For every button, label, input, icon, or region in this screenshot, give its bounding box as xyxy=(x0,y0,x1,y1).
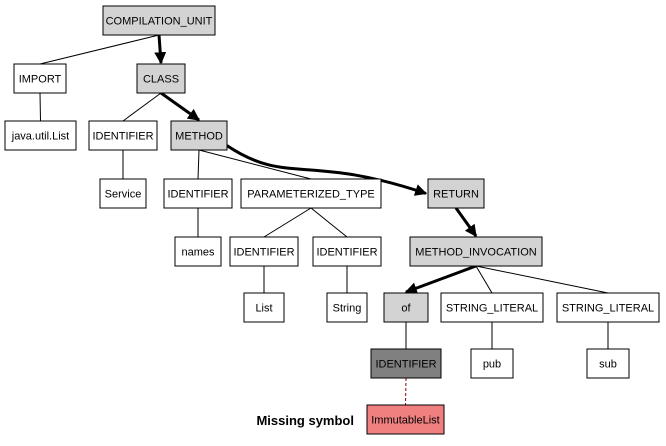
node-box xyxy=(470,348,514,379)
node-box xyxy=(163,178,233,209)
node-label: RETURN xyxy=(433,189,479,201)
node-sub: sub xyxy=(586,348,630,379)
node-box xyxy=(136,63,186,94)
node-label: IDENTIFIER xyxy=(316,247,377,259)
node-list: List xyxy=(243,292,285,323)
nodes-layer: COMPILATION_UNIT IMPORT java.util.List CLAS… xyxy=(4,5,660,435)
node-box xyxy=(383,292,429,323)
edge-method-invocation-to-string-literal-sub xyxy=(475,265,609,294)
edge-compilation-unit-to-import xyxy=(39,34,160,65)
node-string-literal-pub: STRING_LITERAL xyxy=(440,292,544,323)
edge-method-to-identifier-method xyxy=(197,149,200,180)
node-box xyxy=(170,120,228,151)
edge-identifier-focus-to-immutable-list xyxy=(405,377,407,406)
node-box xyxy=(99,178,147,209)
node-box xyxy=(4,120,77,151)
node-box xyxy=(556,292,660,323)
node-box xyxy=(312,236,382,267)
missing-symbol-caption: Missing symbol xyxy=(256,413,354,428)
node-box xyxy=(440,292,544,323)
node-box xyxy=(243,292,285,323)
node-identifier-list: IDENTIFIER xyxy=(229,236,299,267)
node-label: pub xyxy=(483,359,501,371)
node-label: sub xyxy=(599,359,617,371)
node-box xyxy=(427,178,485,209)
node-pub: pub xyxy=(470,348,514,379)
node-label: IDENTIFIER xyxy=(167,189,228,201)
node-label: IDENTIFIER xyxy=(375,359,436,371)
node-names: names xyxy=(174,236,222,267)
node-return: RETURN xyxy=(427,178,485,209)
node-label: PARAMETERIZED_TYPE xyxy=(247,189,375,201)
edge-class-to-identifier-class xyxy=(122,92,162,122)
node-label: Service xyxy=(105,189,142,201)
node-box xyxy=(409,236,543,267)
node-identifier-method: IDENTIFIER xyxy=(163,178,233,209)
node-box xyxy=(174,236,222,267)
node-label: COMPILATION_UNIT xyxy=(106,16,213,28)
node-string: String xyxy=(326,292,368,323)
node-label: CLASS xyxy=(143,74,179,86)
node-service: Service xyxy=(99,178,147,209)
edge-parameterized-type-to-identifier-list xyxy=(263,207,312,238)
node-immutable-list: ImmutableList xyxy=(366,404,445,435)
node-label: METHOD xyxy=(175,131,223,143)
node-string-literal-sub: STRING_LITERAL xyxy=(556,292,660,323)
node-java-util-list: java.util.List xyxy=(4,120,77,151)
edge-class-to-method xyxy=(160,91,200,122)
edge-return-to-method-invocation xyxy=(454,207,478,237)
edge-method-invocation-to-string-literal-pub xyxy=(475,265,493,294)
node-box xyxy=(366,404,445,435)
node-label: ImmutableList xyxy=(371,415,439,427)
node-label: names xyxy=(181,247,215,259)
node-method: METHOD xyxy=(170,120,228,151)
node-label: List xyxy=(255,303,272,315)
node-identifier-class: IDENTIFIER xyxy=(88,120,158,151)
node-label: String xyxy=(333,303,362,315)
node-label: IMPORT xyxy=(19,74,62,86)
edge-method-to-return xyxy=(226,144,428,196)
node-box xyxy=(13,63,67,94)
node-compilation-unit: COMPILATION_UNIT xyxy=(102,5,216,36)
node-label: IDENTIFIER xyxy=(233,247,294,259)
edge-import-to-java-util-list xyxy=(39,92,41,122)
node-identifier-focus: IDENTIFIER xyxy=(370,348,442,379)
node-of: of xyxy=(383,292,429,323)
node-box xyxy=(240,178,382,209)
edge-parameterized-type-to-identifier-string xyxy=(310,207,348,238)
node-box xyxy=(586,348,630,379)
node-parameterized-type: PARAMETERIZED_TYPE xyxy=(240,178,382,209)
node-box xyxy=(102,5,216,36)
node-label: METHOD_INVOCATION xyxy=(415,247,536,259)
node-label: STRING_LITERAL xyxy=(562,303,654,315)
node-box xyxy=(88,120,158,151)
node-box xyxy=(326,292,368,323)
node-method-invocation: METHOD_INVOCATION xyxy=(409,236,543,267)
node-box xyxy=(229,236,299,267)
edge-compilation-unit-to-class xyxy=(154,34,167,65)
node-label: java.util.List xyxy=(11,131,69,143)
node-class: CLASS xyxy=(136,63,186,94)
edge-method-to-parameterized-type xyxy=(198,149,312,180)
node-import: IMPORT xyxy=(13,63,67,94)
node-label: STRING_LITERAL xyxy=(446,303,538,315)
node-label: IDENTIFIER xyxy=(92,131,153,143)
edges-layer xyxy=(39,34,609,406)
node-identifier-string: IDENTIFIER xyxy=(312,236,382,267)
node-box xyxy=(370,348,442,379)
edge-method-invocation-to-of xyxy=(404,264,477,294)
node-label: of xyxy=(401,303,411,315)
